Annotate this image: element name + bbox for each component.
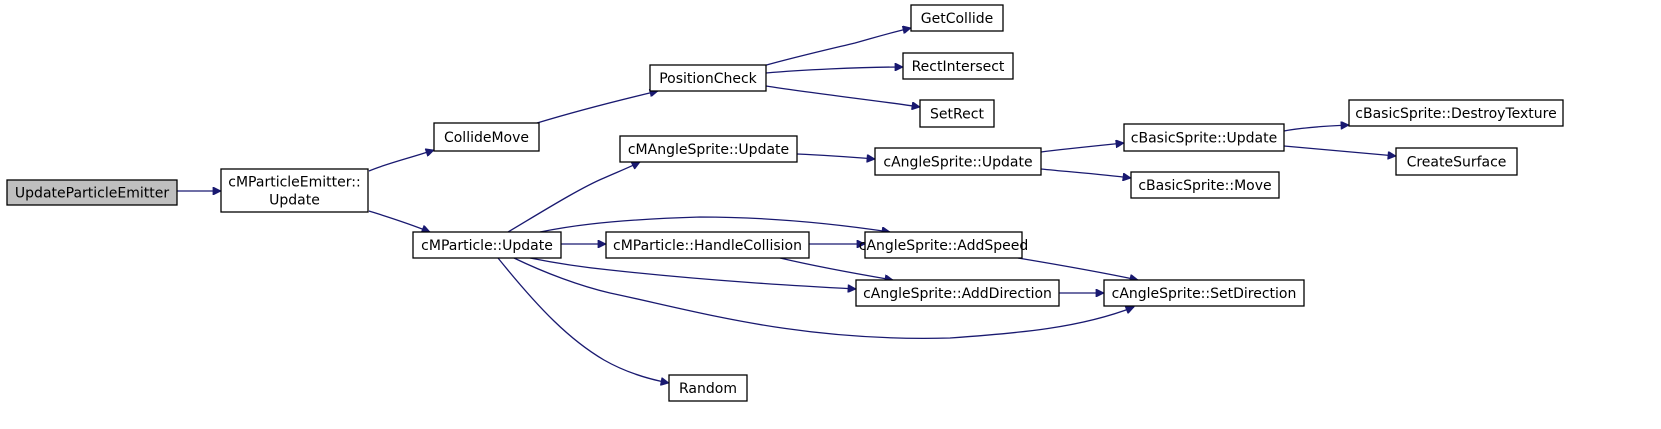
- node-cs[interactable]: CreateSurface: [1395, 147, 1518, 176]
- edge-pc-to-ri: [765, 67, 903, 74]
- node-bsu[interactable]: cBasicSprite::Update: [1123, 123, 1285, 152]
- node-label: cAngleSprite::SetDirection: [1112, 286, 1297, 302]
- node-box: [6, 179, 178, 206]
- edge-cpu-to-asas: [539, 216, 890, 232]
- edge-cm-to-pc: [536, 91, 658, 124]
- edge-cpu-to-asad: [529, 257, 856, 289]
- node-label: GetCollide: [921, 11, 993, 27]
- node-gc[interactable]: GetCollide: [910, 4, 1004, 32]
- node-label: PositionCheck: [659, 71, 757, 87]
- node-box: [619, 135, 798, 163]
- node-casu[interactable]: cMAngleSprite::Update: [619, 135, 798, 163]
- node-asas[interactable]: cAngleSprite::AddSpeed: [859, 231, 1028, 259]
- node-label: UpdateParticleEmitter: [15, 186, 169, 202]
- node-box: [855, 279, 1060, 307]
- node-box: [919, 99, 995, 128]
- node-box: [1348, 99, 1564, 127]
- edge-bsu-to-cs: [1283, 145, 1396, 156]
- node-assd[interactable]: cAngleSprite::SetDirection: [1103, 279, 1305, 307]
- edge-pc-to-gc: [762, 28, 911, 67]
- node-cpeu[interactable]: cMParticleEmitter::Update: [220, 168, 369, 213]
- node-box: [605, 231, 810, 259]
- node-label: cBasicSprite::Update: [1131, 131, 1277, 147]
- node-box: [1123, 123, 1285, 152]
- node-box: [864, 231, 1023, 259]
- edge-cpu-to-rnd: [497, 257, 669, 383]
- node-box: [1103, 279, 1305, 307]
- node-box: [902, 52, 1014, 80]
- node-box: [1130, 171, 1280, 199]
- node-bsdt[interactable]: cBasicSprite::DestroyTexture: [1348, 99, 1564, 127]
- node-label: cBasicSprite::Move: [1138, 178, 1271, 194]
- edge-asas-to-assd: [1017, 257, 1138, 280]
- node-box: [668, 374, 748, 402]
- node-ri[interactable]: RectIntersect: [902, 52, 1014, 80]
- node-sr[interactable]: SetRect: [919, 99, 995, 128]
- node-rnd[interactable]: Random: [668, 374, 748, 402]
- node-box: [433, 122, 540, 152]
- node-upe[interactable]: UpdateParticleEmitter: [6, 179, 178, 206]
- node-label: cAngleSprite::AddSpeed: [859, 238, 1028, 254]
- node-box: [649, 64, 767, 92]
- node-label: cMParticle::HandleCollision: [613, 238, 802, 254]
- node-box: [910, 4, 1004, 32]
- node-box: [220, 168, 369, 213]
- node-box: [1395, 147, 1518, 176]
- edge-cpu-to-assd: [513, 257, 1134, 340]
- node-label: cMAngleSprite::Update: [628, 142, 789, 158]
- node-angu[interactable]: cAngleSprite::Update: [874, 147, 1042, 176]
- node-box: [874, 147, 1042, 176]
- edge-bsu-to-bsdt: [1283, 125, 1349, 132]
- edge-angu-to-bsm: [1040, 168, 1131, 178]
- node-label: Update: [269, 193, 320, 209]
- node-label: CollideMove: [444, 130, 529, 146]
- node-label: cAngleSprite::AddDirection: [863, 286, 1052, 302]
- edge-pc-to-sr: [765, 85, 920, 107]
- edge-cpeu-to-cpu: [368, 210, 430, 232]
- edge-phc-to-asad: [779, 257, 893, 280]
- edge-cpeu-to-cm: [368, 150, 434, 172]
- edge-cpu-to-casu: [507, 161, 640, 233]
- node-pc[interactable]: PositionCheck: [649, 64, 767, 92]
- node-box: [412, 231, 562, 259]
- node-asad[interactable]: cAngleSprite::AddDirection: [855, 279, 1060, 307]
- node-phc[interactable]: cMParticle::HandleCollision: [605, 231, 810, 259]
- node-cm[interactable]: CollideMove: [433, 122, 540, 152]
- edge-casu-to-angu: [796, 153, 875, 159]
- node-label: cBasicSprite::DestroyTexture: [1355, 106, 1556, 122]
- node-label: CreateSurface: [1407, 155, 1507, 171]
- node-cpu[interactable]: cMParticle::Update: [412, 231, 562, 259]
- node-label: RectIntersect: [912, 59, 1005, 75]
- node-label: Random: [679, 381, 737, 397]
- edge-angu-to-bsu: [1040, 143, 1124, 153]
- node-label: cMParticleEmitter::: [228, 175, 360, 191]
- node-label: SetRect: [930, 107, 984, 123]
- node-bsm[interactable]: cBasicSprite::Move: [1130, 171, 1280, 199]
- node-label: cAngleSprite::Update: [883, 155, 1032, 171]
- node-label: cMParticle::Update: [421, 238, 553, 254]
